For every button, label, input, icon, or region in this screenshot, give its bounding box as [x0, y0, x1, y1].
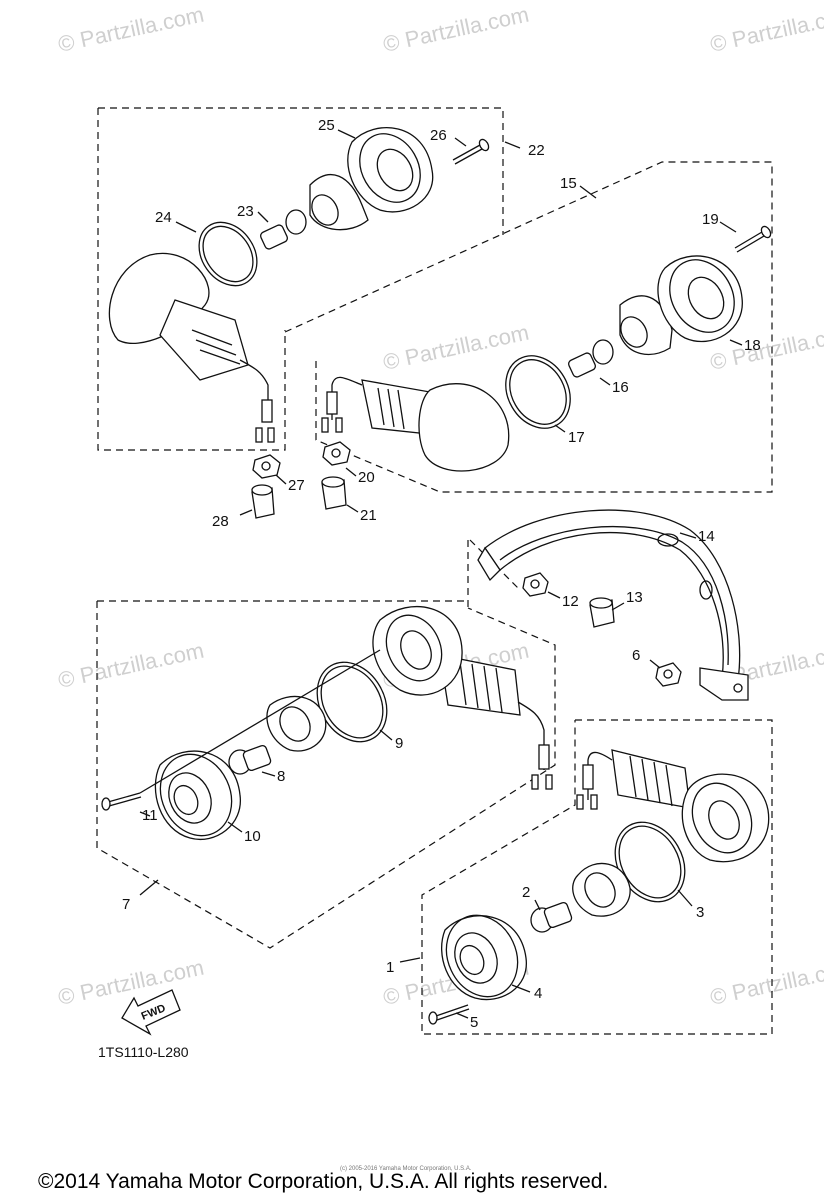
- connector-terminal: [321, 417, 329, 433]
- housing-ribs: [377, 387, 405, 430]
- lens-rear-right: [681, 773, 770, 863]
- callout-24: 24: [155, 209, 172, 226]
- turn-signal-assembly-15: [321, 225, 772, 472]
- callout-labels: 25 26 22 23 24 15 19 18 16 17 20 21 27 2…: [122, 117, 761, 1031]
- leader-lines: [139, 129, 743, 1019]
- housing-ribs: [191, 329, 241, 365]
- callout-12: 12: [562, 593, 579, 610]
- turn-signal-assembly-22: [108, 127, 490, 443]
- callout-28: 28: [212, 513, 229, 530]
- lens-front-right: [418, 383, 510, 472]
- watermark: © Partzilla.com: [708, 955, 824, 1010]
- wire-front-right: [331, 376, 363, 420]
- housing-ribs: [459, 661, 503, 713]
- bulb-base-8: [242, 744, 272, 772]
- watermark: © Partzilla.com: [56, 2, 206, 57]
- mounting-hardware: [251, 441, 351, 519]
- callout-26: 26: [430, 127, 447, 144]
- screw-5: [435, 1004, 469, 1017]
- callout-11: 11: [142, 807, 158, 824]
- assembly-7-outline: [96, 600, 556, 949]
- wire-sleeve: [261, 399, 273, 423]
- reflector-right: [619, 295, 673, 356]
- bracket-14: [477, 509, 749, 701]
- callout-27: 27: [288, 477, 305, 494]
- fwd-arrow-icon: FWD: [121, 989, 181, 1036]
- watermark: © Partzilla.com: [708, 2, 824, 57]
- connector-terminal: [590, 794, 598, 810]
- callout-15: 15: [560, 175, 577, 192]
- callout-2: 2: [522, 884, 530, 901]
- nut-20: [322, 441, 351, 466]
- lens-rear-left: [372, 606, 463, 696]
- bulb-base-23: [259, 224, 289, 250]
- nut-6: [655, 662, 682, 687]
- callout-25: 25: [318, 117, 335, 134]
- screw-11: [107, 792, 141, 803]
- wire-front-left: [239, 359, 269, 420]
- bulb-23: [285, 209, 307, 235]
- callout-14: 14: [698, 528, 715, 545]
- connector-terminal: [576, 794, 584, 810]
- callout-10: 10: [244, 828, 261, 845]
- housing-ribs: [629, 755, 673, 807]
- bracket-end-left: [477, 546, 501, 582]
- assembly-1-outline: [421, 719, 773, 1035]
- callout-9: 9: [395, 735, 403, 752]
- connector-terminal: [531, 774, 539, 790]
- watermark: © Partzilla.com: [56, 638, 206, 693]
- watermark: © Partzilla.com: [381, 2, 531, 57]
- lens-10: [154, 750, 241, 840]
- wire-rear-right: [587, 751, 613, 800]
- callout-6: 6: [632, 647, 640, 664]
- bulb-16: [592, 339, 614, 365]
- bulb-base-2: [543, 901, 573, 929]
- callout-7: 7: [122, 896, 130, 913]
- connector-terminal: [545, 774, 553, 790]
- lens-gasket-24: [198, 221, 258, 287]
- reflector-rear-right: [572, 862, 631, 917]
- callout-19: 19: [702, 211, 719, 228]
- callout-18: 18: [744, 337, 761, 354]
- assembly-22-outline: [97, 107, 504, 451]
- bulb-base-16: [567, 352, 597, 378]
- wire-rear-left: [517, 701, 545, 770]
- lens-gasket-17: [505, 355, 571, 429]
- watermark: © Partzilla.com: [381, 320, 531, 375]
- callout-16: 16: [612, 379, 629, 396]
- callout-4: 4: [534, 985, 542, 1002]
- assembly-15-outline: [284, 161, 773, 493]
- callout-8: 8: [277, 768, 285, 785]
- copyright-notice: ©2014 Yamaha Motor Corporation, U.S.A. A…: [38, 1170, 608, 1193]
- turn-signal-assembly-7: [101, 606, 553, 840]
- nut-27: [252, 454, 281, 479]
- screw-19: [734, 231, 763, 249]
- turn-signal-assembly-1: [428, 749, 770, 1025]
- callout-5: 5: [470, 1014, 478, 1031]
- diagram-code: 1TS1110-L280: [98, 1044, 189, 1060]
- lens-rim-18: [657, 255, 743, 343]
- housing-body-rear-right: [611, 749, 691, 809]
- callout-23: 23: [237, 203, 254, 220]
- screw-26: [452, 144, 481, 161]
- housing-body-front-left: [159, 299, 249, 381]
- reflector-left: [309, 174, 369, 231]
- callout-13: 13: [626, 589, 643, 606]
- callout-21: 21: [360, 507, 377, 524]
- callout-22: 22: [528, 142, 545, 159]
- nut-12: [522, 572, 549, 597]
- reflector-rear-left: [266, 695, 327, 752]
- connector-terminal: [267, 427, 275, 443]
- callout-20: 20: [358, 469, 375, 486]
- fine-print: (c) 2005-2016 Yamaha Motor Corporation, …: [340, 1166, 472, 1172]
- connector-terminal: [335, 417, 343, 433]
- callout-3: 3: [696, 904, 704, 921]
- callout-17: 17: [568, 429, 585, 446]
- callout-1: 1: [386, 959, 394, 976]
- watermark: © Partzilla.com: [56, 955, 206, 1010]
- connector-terminal: [255, 427, 263, 443]
